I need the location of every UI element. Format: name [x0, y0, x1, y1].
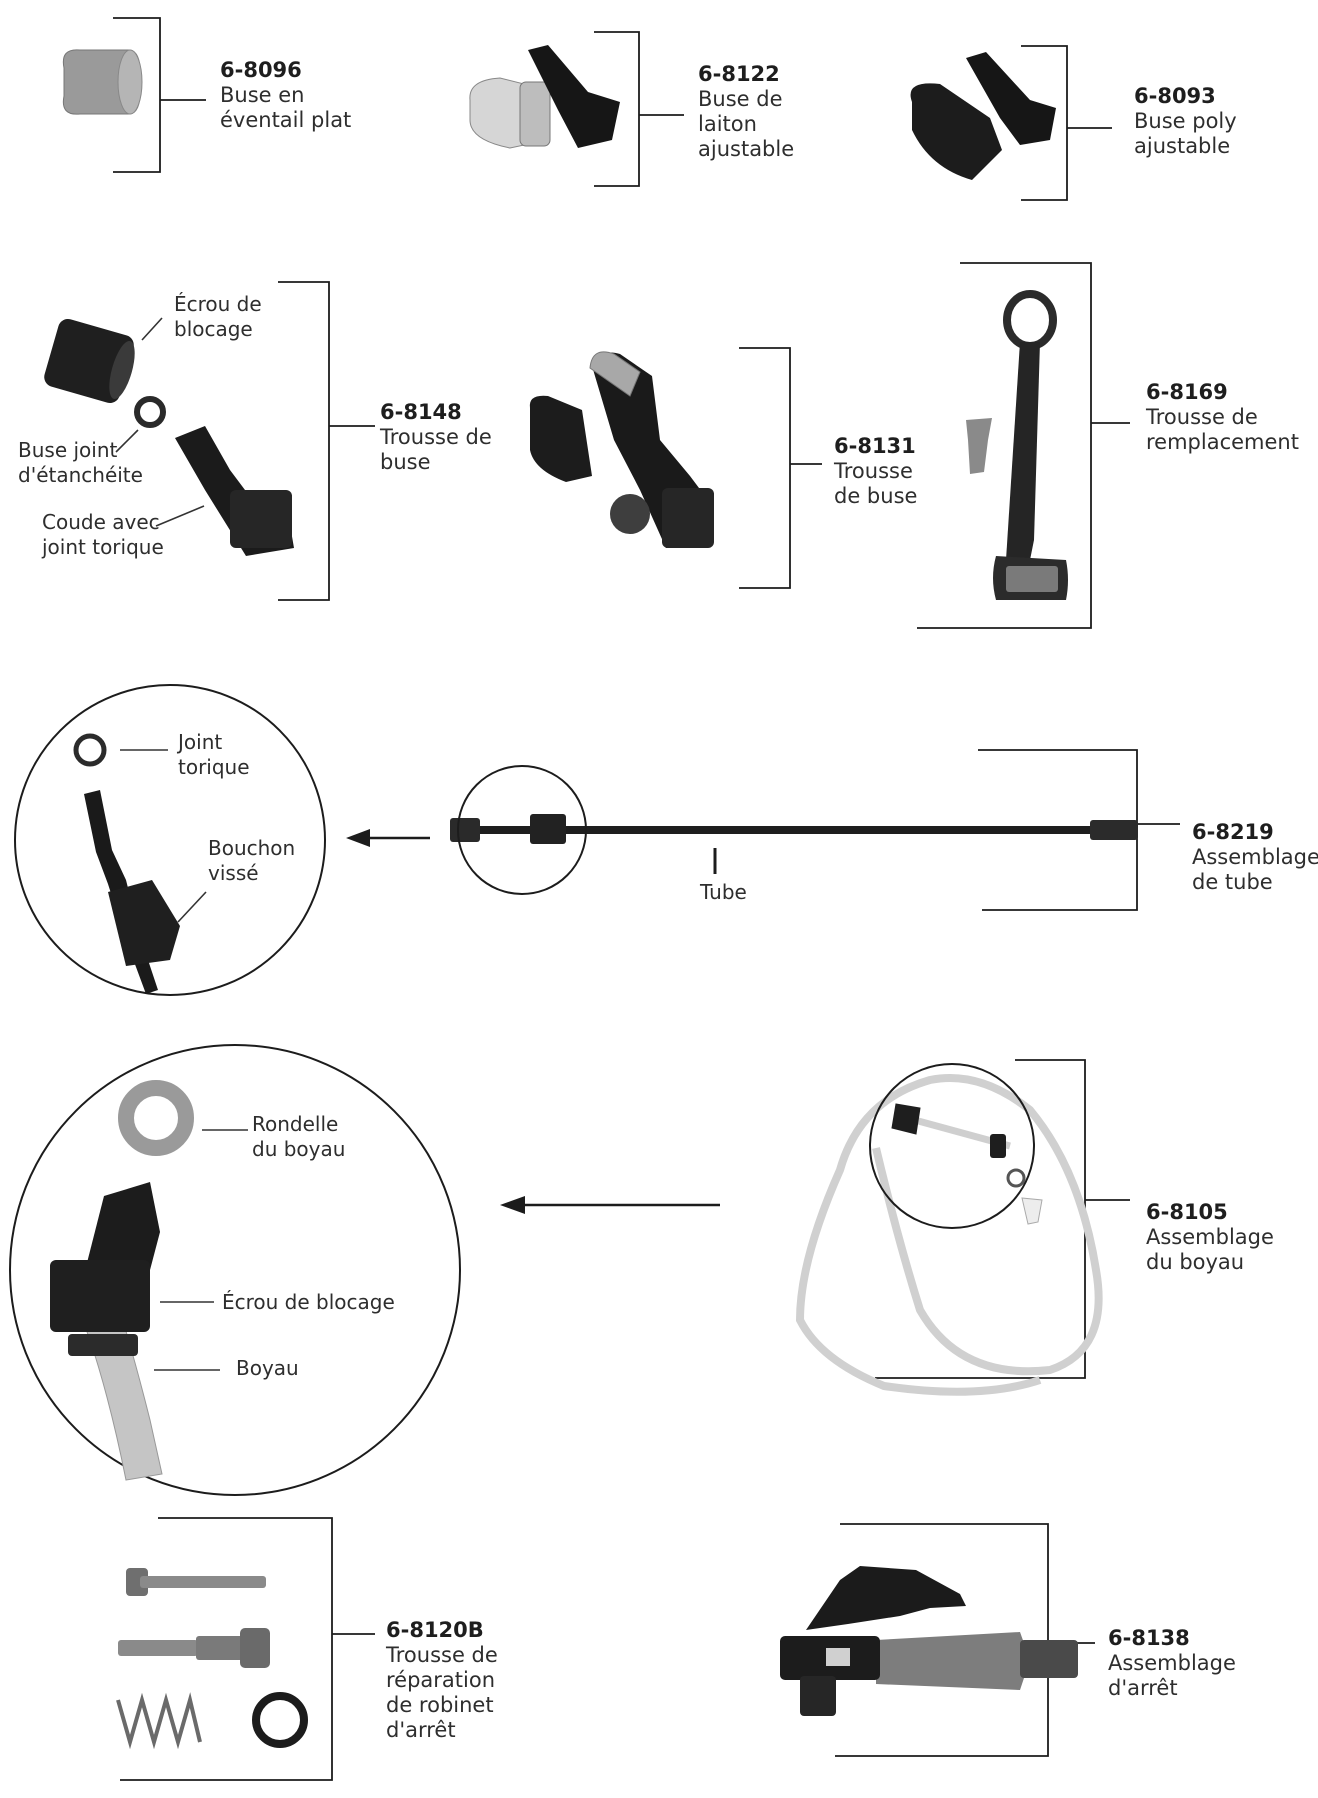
part-code: 6-8138	[1108, 1626, 1190, 1650]
hose-detail-circle	[9, 1044, 461, 1496]
part-code: 6-8105	[1146, 1200, 1228, 1224]
nozzle-kit-icon	[529, 351, 714, 548]
poly-adjustable-nozzle-icon	[910, 52, 1056, 180]
callout-buse-joint: Buse joint d'étanchéite	[18, 438, 143, 487]
callout-boyau: Boyau	[236, 1356, 299, 1380]
part-code: 6-8096	[220, 58, 302, 82]
callout-bouchon-visse: Bouchon vissé	[208, 836, 296, 885]
part-code: 6-8169	[1146, 380, 1228, 404]
part-label-6-8131: 6-8131 Trousse de buse	[834, 434, 918, 508]
arrow-tube-detail	[346, 829, 430, 847]
brass-adjustable-nozzle-icon	[469, 45, 620, 149]
repair-kit-parts-icon	[116, 1568, 308, 1750]
bracket-6-8096	[113, 17, 206, 173]
bracket-6-8131	[739, 347, 822, 589]
part-code: 6-8131	[834, 434, 916, 458]
shutoff-assembly-icon	[780, 1566, 1078, 1716]
arrow-hose-detail	[500, 1196, 720, 1214]
tube-assembly-icon	[450, 765, 1138, 895]
callout-rondelle: Rondelle du boyau	[252, 1112, 346, 1161]
part-label-6-8096: 6-8096 Buse en éventail plat	[220, 58, 352, 132]
part-code: 6-8120B	[386, 1618, 484, 1642]
bracket-6-8148	[278, 281, 375, 601]
bracket-6-8122	[594, 31, 684, 187]
callout-joint-torique: Joint torique	[178, 730, 250, 779]
tube-detail-circle	[14, 684, 326, 996]
part-label-6-8093: 6-8093 Buse poly ajustable	[1134, 84, 1237, 158]
bracket-6-8093	[1021, 45, 1112, 201]
part-code: 6-8219	[1192, 820, 1274, 844]
hose-assembly-icon	[795, 1063, 1103, 1396]
callout-tube: Tube	[700, 880, 747, 904]
bracket-6-8120B	[120, 1517, 375, 1781]
elbow-with-o-ring-icon	[175, 426, 294, 556]
replacement-tool-icon	[966, 290, 1068, 600]
part-label-6-8120B: 6-8120B Trousse de réparation de robinet…	[386, 1618, 498, 1742]
part-code: 6-8093	[1134, 84, 1216, 108]
callout-ecrou-de-blocage-2: Écrou de blocage	[222, 1290, 395, 1314]
bracket-6-8169	[917, 262, 1130, 629]
callout-ecrou-de-blocage: Écrou de blocage	[174, 292, 262, 341]
part-code: 6-8122	[698, 62, 780, 86]
part-code: 6-8148	[380, 400, 462, 424]
part-label-6-8122: 6-8122 Buse de laiton ajustable	[698, 62, 795, 161]
callout-coude: Coude avec joint torique	[42, 510, 164, 559]
part-label-6-8138: 6-8138 Assemblage d'arrêt	[1108, 1626, 1236, 1700]
part-label-6-8148: 6-8148 Trousse de buse	[380, 400, 492, 474]
locking-nut-icon	[44, 318, 135, 404]
part-label-6-8105: 6-8105 Assemblage du boyau	[1146, 1200, 1274, 1274]
part-label-6-8219: 6-8219 Assemblage de tube	[1192, 820, 1318, 894]
seal-ring-icon	[134, 396, 166, 428]
flat-fan-nozzle-icon	[62, 49, 143, 115]
part-label-6-8169: 6-8169 Trousse de remplacement	[1146, 380, 1299, 454]
